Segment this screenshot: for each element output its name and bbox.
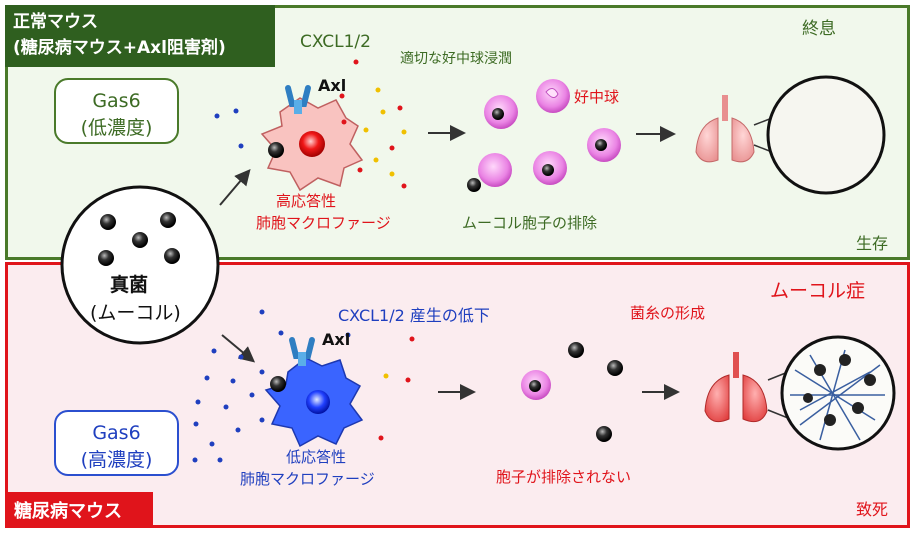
spores-not-cleared-label: 胞子が排除されない	[496, 468, 632, 486]
diabetic-mouse-label: 糖尿病マウス	[14, 501, 122, 522]
gas6-low-title: Gas6	[92, 90, 141, 112]
lung-zoom-hyphae	[780, 335, 896, 451]
macrophage-nucleus-red	[299, 131, 325, 157]
axl-receptor-icon	[285, 85, 311, 114]
cxcl-dots-top	[339, 59, 407, 189]
survival-label: 生存	[856, 234, 889, 253]
spore-clearance-label: ムーコル胞子の排除	[462, 214, 598, 232]
fungus-sublabel: (ムーコル)	[90, 302, 181, 324]
lethal-label: 致死	[856, 500, 889, 519]
gas6-dots-top	[214, 108, 244, 149]
cxcl-decrease-label: CXCL1/2 産生の低下	[338, 306, 490, 325]
arrow-to-bottom-macrophage	[221, 334, 256, 363]
lung-zoom-healthy	[766, 75, 886, 195]
axl-label-top: Axl	[318, 76, 347, 95]
healthy-lung-icon	[695, 95, 755, 163]
cxcl-label-top: CXCL1/2	[300, 32, 371, 52]
arrow-to-top-macrophage	[219, 168, 251, 206]
engulfed-spore	[268, 142, 284, 158]
spores-bottom	[521, 342, 623, 442]
hyphae-formation-label: 菌糸の形成	[630, 304, 706, 322]
mucormycosis-label: ムーコル症	[770, 280, 866, 302]
gas6-low-conc: (低濃度)	[80, 117, 153, 139]
gas6-high-box: Gas6 (高濃度)	[54, 410, 179, 476]
high-response-label: 高応答性	[276, 192, 337, 210]
normal-mouse-sublabel: (糖尿病マウス+Axl阻害剤)	[13, 38, 226, 58]
sporangia	[803, 354, 876, 426]
gas6-high-conc: (高濃度)	[80, 449, 153, 471]
axl-label-bottom: Axl	[322, 330, 351, 349]
axl-receptor-icon-bottom	[289, 337, 315, 366]
bottom-macrophage-label: 肺胞マクロファージ	[240, 470, 375, 488]
resolution-label: 終息	[802, 19, 836, 39]
neutrophil-infiltration-label: 適切な好中球浸潤	[400, 51, 512, 67]
fungus-spores	[98, 212, 180, 266]
diseased-lung-icon	[704, 352, 768, 423]
fungus-label: 真菌	[110, 274, 149, 296]
engulfed-spore-bottom	[270, 376, 286, 392]
normal-mouse-tag: 正常マウス (糖尿病マウス+Axl阻害剤)	[5, 5, 275, 67]
cxcl-dots-bottom	[378, 336, 415, 441]
diabetic-mouse-tag: 糖尿病マウス	[5, 492, 153, 528]
normal-mouse-label: 正常マウス	[13, 12, 98, 32]
gas6-low-box: Gas6 (低濃度)	[54, 78, 179, 144]
neutrophils-top	[467, 79, 621, 192]
low-response-label: 低応答性	[286, 448, 347, 466]
neutrophil-label: 好中球	[574, 88, 620, 106]
gas6-high-title: Gas6	[92, 422, 141, 444]
macrophage-nucleus-blue	[306, 390, 330, 414]
gas6-dots-bottom	[192, 309, 351, 463]
top-macrophage-label: 肺胞マクロファージ	[256, 214, 391, 232]
fungus-circle	[60, 185, 220, 345]
